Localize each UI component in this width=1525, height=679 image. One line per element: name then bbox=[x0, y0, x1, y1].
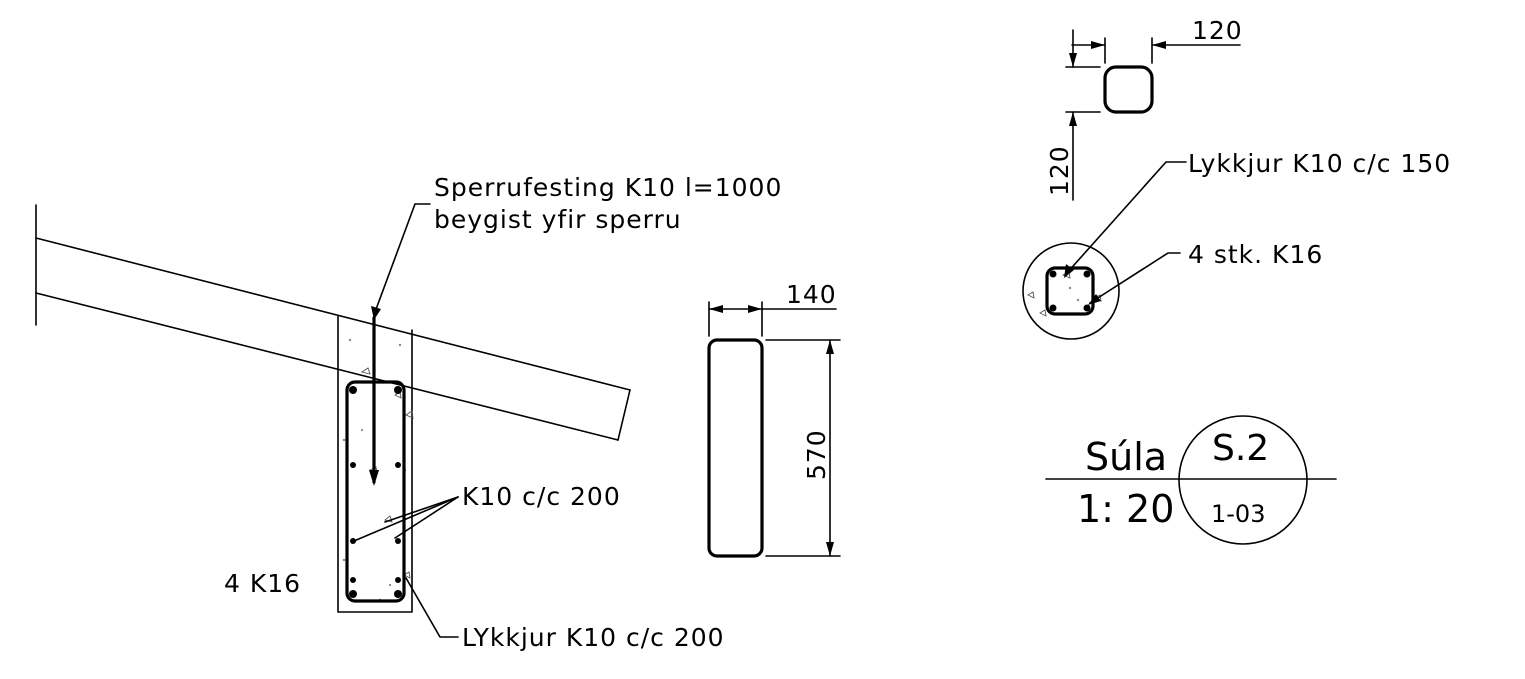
section-outline bbox=[707, 338, 764, 558]
sheet-number: 1-03 bbox=[1211, 500, 1265, 528]
title-name: Súla bbox=[1085, 435, 1167, 479]
detail-bubble bbox=[1178, 415, 1308, 545]
elevation-view: Sperrufesting K10 l=1000 beygist yfir sp… bbox=[35, 173, 782, 652]
title-block: Súla 1: 20 S.2 1-03 bbox=[1045, 415, 1337, 545]
dim-small-height: 120 bbox=[1045, 145, 1074, 196]
rebar-dots-elevation bbox=[349, 386, 402, 598]
leader-rafter-anchor bbox=[374, 203, 431, 313]
section-view-circular: Lykkjur K10 c/c 150 4 stk. K16 bbox=[1022, 149, 1451, 340]
title-scale: 1: 20 bbox=[1077, 487, 1174, 531]
dim-section-height: 570 bbox=[802, 429, 831, 480]
label-stirrups-bottom: LYkkjur K10 c/c 200 bbox=[462, 623, 725, 652]
rafter-cut-end bbox=[617, 389, 631, 441]
label-main-bars-elevation: 4 K16 bbox=[224, 569, 301, 598]
label-stirrups-section: Lykkjur K10 c/c 150 bbox=[1188, 149, 1451, 178]
anchor-tip bbox=[369, 470, 379, 486]
rafter-bottom-edge bbox=[35, 292, 619, 441]
label-main-bars-section: 4 stk. K16 bbox=[1188, 240, 1323, 269]
dim-small-width: 120 bbox=[1192, 16, 1243, 45]
leader-stirrups-section bbox=[1065, 161, 1187, 275]
label-rafter-anchor-line2: beygist yfir sperru bbox=[434, 205, 682, 234]
label-stirrups-elevation: K10 c/c 200 bbox=[462, 482, 621, 511]
section-view-rectangular: 140 570 bbox=[707, 280, 841, 558]
detail-id: S.2 bbox=[1212, 428, 1269, 469]
leader-stirrups-bottom bbox=[405, 577, 459, 638]
leader-stirrups-elevation bbox=[384, 496, 459, 523]
rafter-top-edge bbox=[35, 237, 631, 391]
leader-main-bars-section bbox=[1089, 252, 1181, 304]
section-view-square: 120 120 bbox=[1045, 16, 1243, 201]
square-outline bbox=[1103, 65, 1154, 114]
label-rafter-anchor-line1: Sperrufesting K10 l=1000 bbox=[434, 173, 782, 202]
dim-section-width: 140 bbox=[786, 280, 837, 309]
circular-column-outline bbox=[1022, 242, 1120, 340]
column-outline bbox=[337, 315, 413, 613]
